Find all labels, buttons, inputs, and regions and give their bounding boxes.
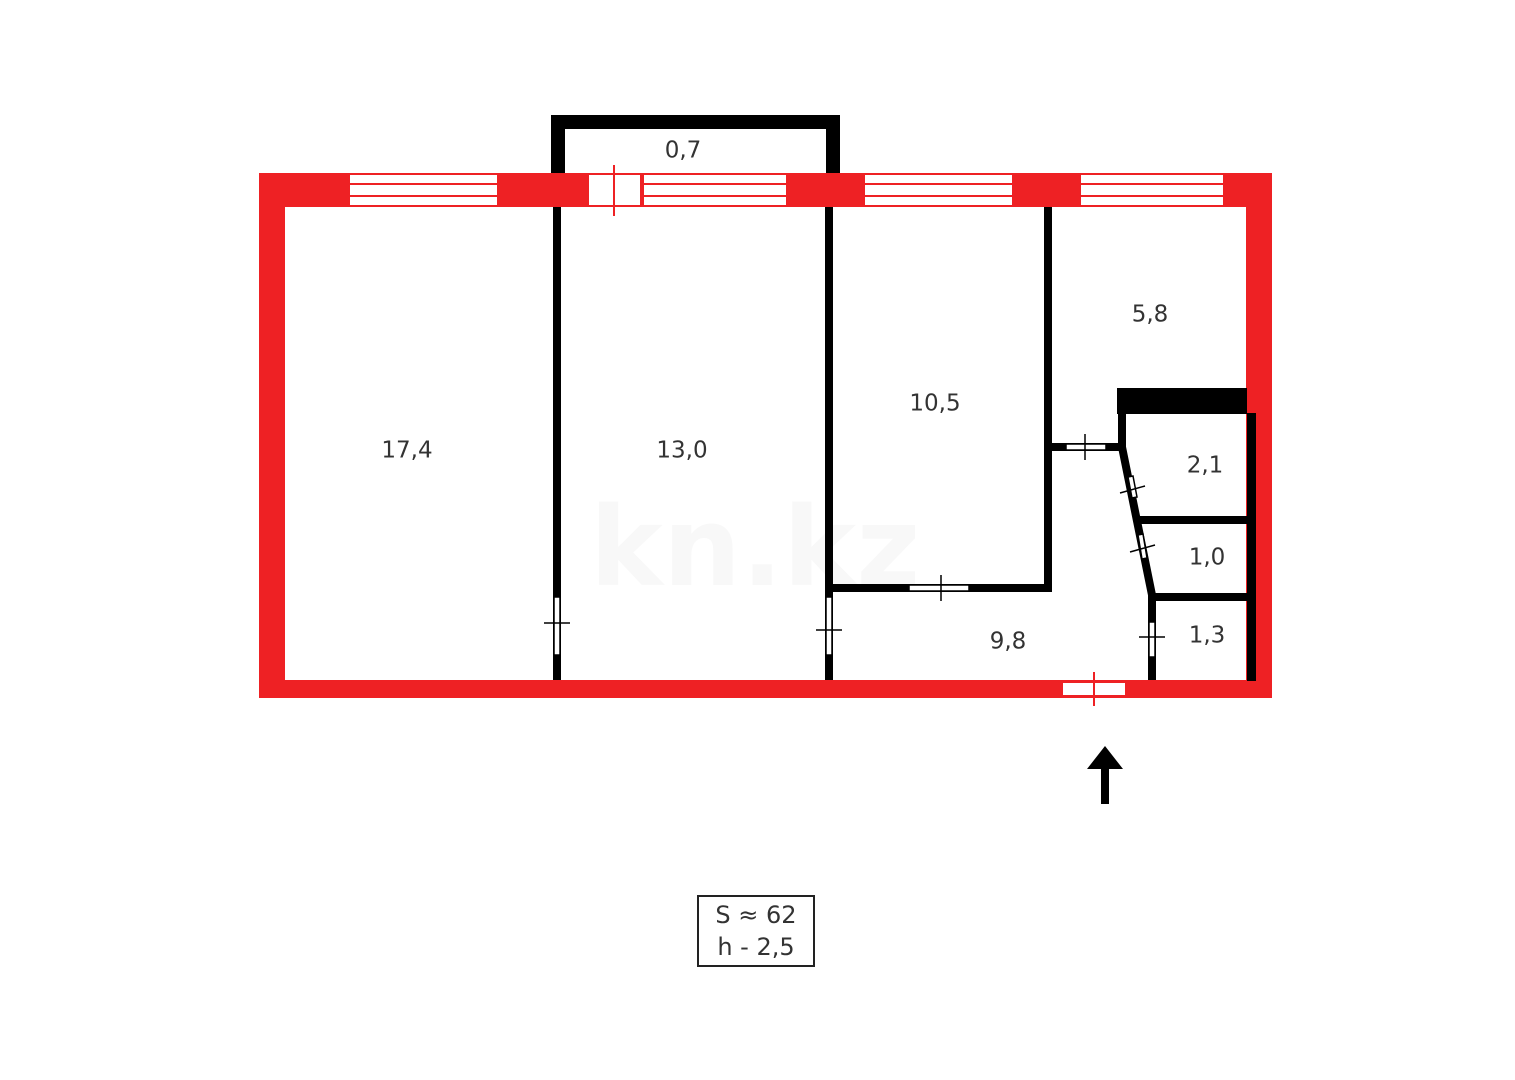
entrance-arrow-icon [1087,746,1123,804]
wall-inner [1247,413,1256,681]
room-3-area: 10,5 [909,391,960,417]
room-2-area: 13,0 [656,438,707,464]
window [863,173,1014,207]
ceiling-height: h - 2,5 [717,933,795,961]
area-legend: S ≈ 62 h - 2,5 [697,895,815,967]
wall-block [1117,388,1247,414]
bathroom-area: 2,1 [1187,453,1224,479]
entrance-door [1061,672,1127,706]
window [348,173,499,207]
balcony [551,115,840,174]
toilet-area: 1,0 [1189,545,1226,571]
balcony-area: 0,7 [665,138,702,164]
total-area: S ≈ 62 [715,901,797,929]
room-1-area: 17,4 [381,438,432,464]
balcony-door [587,165,788,216]
hallway-area: 9,8 [990,629,1027,655]
interior-doors [544,434,1165,658]
window [1079,173,1225,207]
storage-area: 1,3 [1189,623,1226,649]
kitchen-area: 5,8 [1132,302,1169,328]
